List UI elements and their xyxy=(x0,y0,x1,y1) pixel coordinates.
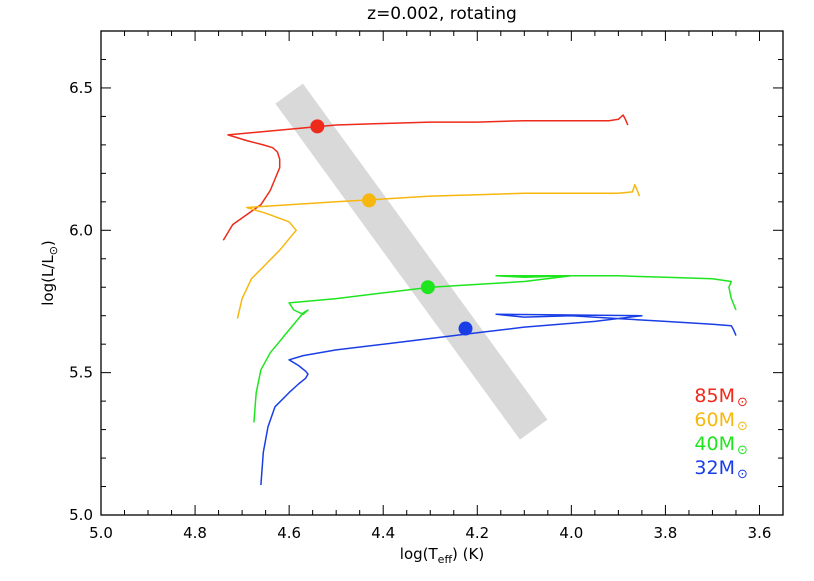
marker-60m xyxy=(362,193,377,208)
marker-40m xyxy=(420,280,435,295)
x-tick-label: 4.2 xyxy=(465,524,489,542)
legend-sun-symbol: ⊙ xyxy=(737,443,748,458)
x-tick-label: 3.6 xyxy=(748,524,772,542)
sun-symbol: ⊙ xyxy=(47,246,60,255)
chart-title: z=0.002, rotating xyxy=(367,4,517,24)
plot-area xyxy=(222,83,737,486)
shaded-band xyxy=(275,83,548,440)
legend-label-32m: 32M xyxy=(694,457,735,479)
axis-ticks: 5.0 4.8 4.6 4.4 4.2 4.0 3.8 3.6 5.0 5.5 6.0 6.5 xyxy=(69,30,784,542)
x-tick-label: 4.4 xyxy=(371,524,395,542)
y-axis-title: log(L/L⊙) xyxy=(39,240,60,306)
x-axis-title-suffix: ) (K) xyxy=(452,545,484,563)
legend-label-40m: 40M xyxy=(694,433,735,455)
y-tick-label: 5.0 xyxy=(69,506,93,524)
y-axis-title-prefix: log(L/L xyxy=(39,255,57,306)
plot-frame xyxy=(100,30,784,516)
x-tick-label: 5.0 xyxy=(89,524,113,542)
y-tick-label: 5.5 xyxy=(69,364,93,382)
track-85m xyxy=(222,114,629,241)
x-axis-title-subscript: eff xyxy=(438,553,453,566)
marker-32m xyxy=(458,321,473,336)
track-60m xyxy=(236,183,641,319)
y-tick-label: 6.0 xyxy=(69,221,93,239)
x-tick-label: 4.0 xyxy=(559,524,583,542)
legend-sun-symbol: ⊙ xyxy=(737,419,748,434)
legend-label-60m: 60M xyxy=(694,409,735,431)
legend-sun-symbol: ⊙ xyxy=(737,467,748,482)
legend-label-85m: 85M xyxy=(694,385,735,407)
x-tick-label: 3.8 xyxy=(653,524,677,542)
marker-85m xyxy=(310,119,325,134)
y-tick-label: 6.5 xyxy=(69,79,93,97)
legend-sun-symbol: ⊙ xyxy=(737,395,748,410)
legend: 85M⊙60M⊙40M⊙32M⊙ xyxy=(694,385,747,482)
x-tick-label: 4.8 xyxy=(183,524,207,542)
y-axis-title-suffix: ) xyxy=(39,240,57,246)
track-32m xyxy=(260,313,737,486)
x-axis-title-prefix: log(T xyxy=(400,545,439,563)
x-axis-title: log(Teff) (K) xyxy=(400,545,484,566)
svg-text:log(L/L⊙): log(L/L⊙) xyxy=(39,240,60,306)
x-tick-label: 4.6 xyxy=(277,524,301,542)
track-40m xyxy=(253,275,737,423)
